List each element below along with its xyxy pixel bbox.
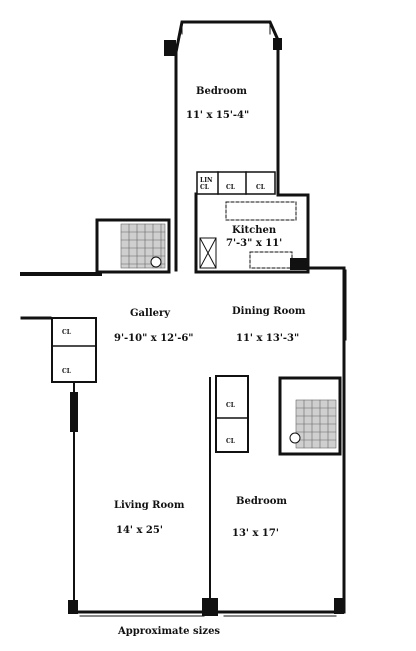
- kitchen-walls: [194, 192, 310, 274]
- closet-label-bedroom-2: CL: [226, 438, 235, 445]
- column-top-left: [164, 40, 176, 56]
- room-dims-living: 14' x 25': [116, 525, 163, 536]
- bedroom-top-closets: [196, 171, 276, 195]
- room-name-gallery: Gallery: [130, 308, 171, 319]
- closet-label-gallery-2: CL: [62, 368, 71, 375]
- room-dims-bedroom-bottom: 13' x 17': [232, 528, 279, 539]
- room-name-bedroom-top: Bedroom: [196, 86, 247, 97]
- closet-label-top-1: CL: [226, 184, 235, 191]
- closet-label-gallery-1: CL: [62, 329, 71, 336]
- closet-label-lin: LIN CL: [200, 177, 213, 191]
- bath-bottom: [278, 376, 342, 456]
- room-dims-kitchen: 7'-3" x 11': [226, 238, 283, 249]
- bath-bottom-tile: [295, 399, 337, 449]
- approximate-sizes-note: Approximate sizes: [118, 626, 221, 637]
- bedroom-bottom-closets: [215, 375, 249, 453]
- gallery-closets: [51, 317, 97, 383]
- column-top-right: [273, 38, 282, 50]
- bath-top: [95, 218, 171, 274]
- room-name-dining: Dining Room: [232, 306, 306, 317]
- room-dims-dining: 11' x 13'-3": [236, 333, 300, 344]
- closet-label-top-2: CL: [256, 184, 265, 191]
- room-name-living: Living Room: [114, 500, 185, 511]
- room-name-bedroom-bottom: Bedroom: [236, 496, 287, 507]
- room-dims-bedroom-top: 11' x 15'-4": [186, 110, 250, 121]
- closet-label-bedroom-1: CL: [226, 402, 235, 409]
- room-name-kitchen: Kitchen: [232, 225, 277, 236]
- room-dims-gallery: 9'-10" x 12'-6": [114, 333, 194, 344]
- right-exterior-wall: [306, 266, 346, 614]
